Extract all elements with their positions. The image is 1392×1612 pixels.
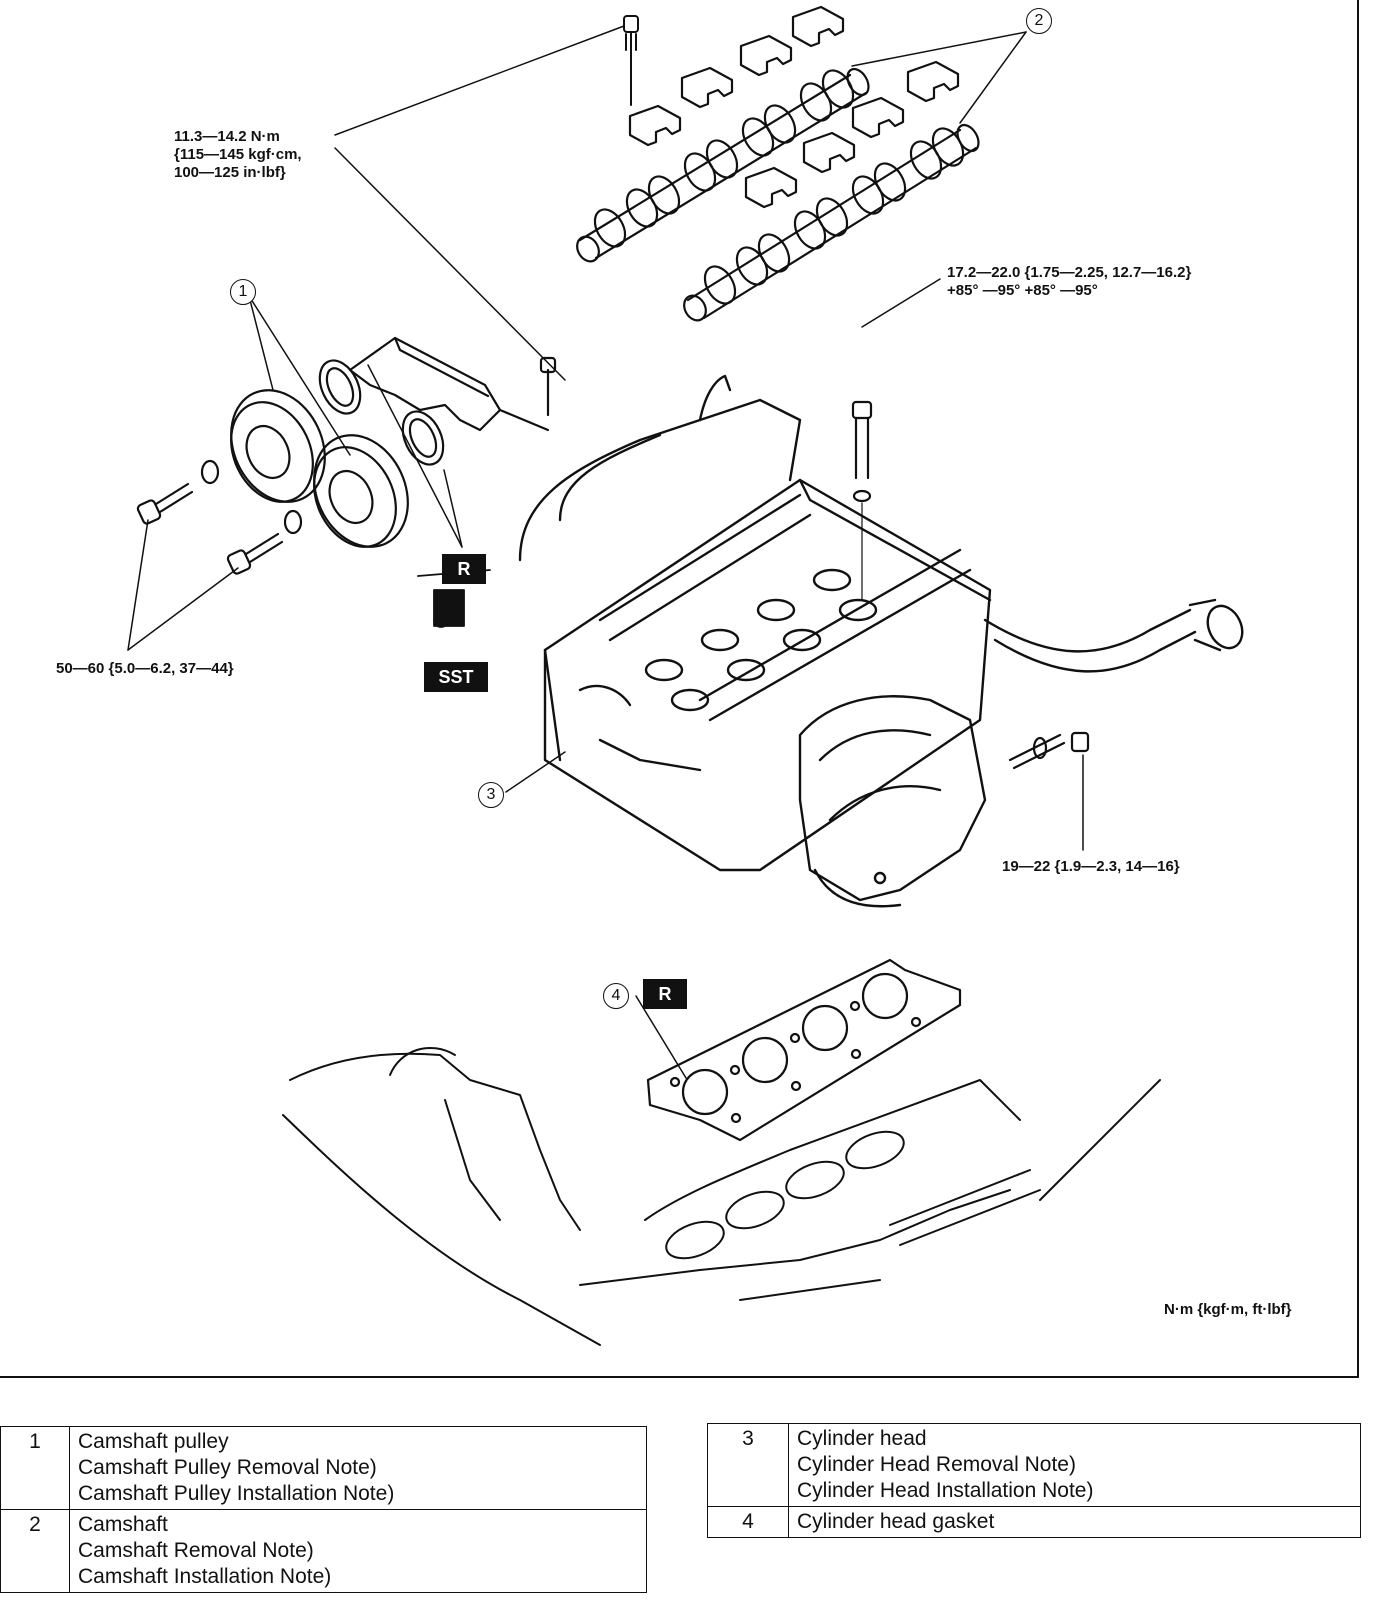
- legend-number: 2: [0, 1509, 70, 1593]
- torque-line: 100—125 in·lbf}: [174, 164, 286, 181]
- legend-number: 4: [707, 1506, 789, 1538]
- legend-item-name: Camshaft: [78, 1513, 168, 1536]
- legend-row: 2 Camshaft Camshaft Removal Note) Camsha…: [0, 1509, 647, 1593]
- legend-description: Cylinder head gasket: [788, 1506, 1361, 1538]
- legend-item-name: Cylinder head: [797, 1427, 927, 1450]
- callout-2: 2: [1026, 8, 1052, 34]
- torque-units-note: N·m {kgf·m, ft·lbf}: [1164, 1301, 1292, 1318]
- cap-bolt: [623, 15, 639, 106]
- diagram-frame: [0, 0, 1359, 1378]
- legend-row: 3 Cylinder head Cylinder Head Removal No…: [707, 1423, 1361, 1507]
- callout-4: 4: [603, 983, 629, 1009]
- sst-badge: SST: [424, 662, 488, 692]
- legend-row: 4 Cylinder head gasket: [707, 1506, 1361, 1538]
- legend-row: 1 Camshaft pulley Camshaft Pulley Remova…: [0, 1426, 647, 1510]
- legend-table-right: 3 Cylinder head Cylinder Head Removal No…: [707, 1423, 1361, 1538]
- torque-line: +85° —95° +85° —95°: [947, 282, 1098, 299]
- torque-line: 17.2—22.0 {1.75—2.25, 12.7—16.2}: [947, 264, 1192, 281]
- legend-number: 3: [707, 1423, 789, 1507]
- legend-description: Camshaft pulley Camshaft Pulley Removal …: [69, 1426, 647, 1510]
- legend-link[interactable]: Camshaft Installation Note): [78, 1565, 332, 1588]
- cylinder-head-gasket: [646, 958, 962, 1142]
- pulley-bolts: [136, 459, 303, 575]
- sst-tool-figure: [417, 569, 491, 628]
- legend-description: Cylinder head Cylinder Head Removal Note…: [788, 1423, 1361, 1507]
- water-hose: [983, 598, 1244, 673]
- torque-line: 11.3—14.2 N·m: [174, 128, 280, 145]
- callout-3: 3: [478, 782, 504, 808]
- legend-link[interactable]: Camshaft Removal Note): [78, 1539, 314, 1562]
- torque-line: {115—145 kgf·cm,: [174, 146, 302, 163]
- intake-camshaft: [576, 67, 870, 263]
- camshaft-pulleys: [230, 389, 409, 548]
- oil-seals: [318, 359, 445, 466]
- legend-table-left: 1 Camshaft pulley Camshaft Pulley Remova…: [0, 1426, 647, 1593]
- cylinder-head-block: [518, 374, 992, 872]
- camshaft-bearing-caps: [628, 5, 960, 209]
- front-cap-bracket: [348, 336, 557, 432]
- legend-link[interactable]: Cylinder Head Installation Note): [797, 1479, 1094, 1502]
- intake-manifold: [798, 695, 987, 908]
- exhaust-camshaft: [683, 123, 980, 322]
- replace-badge-gasket: R: [643, 979, 687, 1009]
- manifold-stud-nut: [1008, 731, 1090, 770]
- legend-link[interactable]: Camshaft Pulley Removal Note): [78, 1456, 377, 1479]
- legend-number: 1: [0, 1426, 70, 1510]
- legend-link[interactable]: Cylinder Head Removal Note): [797, 1453, 1076, 1476]
- legend-description: Camshaft Camshaft Removal Note) Camshaft…: [69, 1509, 647, 1593]
- legend-link[interactable]: Camshaft Pulley Installation Note): [78, 1482, 395, 1505]
- callout-1: 1: [230, 279, 256, 305]
- torque-label-cap-bolt: 11.3—14.2 N·m {115—145 kgf·cm, 100—125 i…: [174, 128, 302, 182]
- engine-block-outline: [282, 1046, 1161, 1346]
- leader-lines: [127, 25, 1084, 1079]
- torque-label-manifold-nut: 19—22 {1.9—2.3, 14—16}: [1002, 858, 1180, 875]
- legend-item-name: Camshaft pulley: [78, 1430, 229, 1453]
- legend-item-name: Cylinder head gasket: [797, 1510, 995, 1533]
- head-bolt: [851, 400, 873, 601]
- torque-label-head-bolt: 17.2—22.0 {1.75—2.25, 12.7—16.2} +85° —9…: [947, 264, 1191, 300]
- replace-badge-seal: R: [442, 554, 486, 584]
- torque-label-pulley-bolt: 50—60 {5.0—6.2, 37—44}: [56, 660, 234, 677]
